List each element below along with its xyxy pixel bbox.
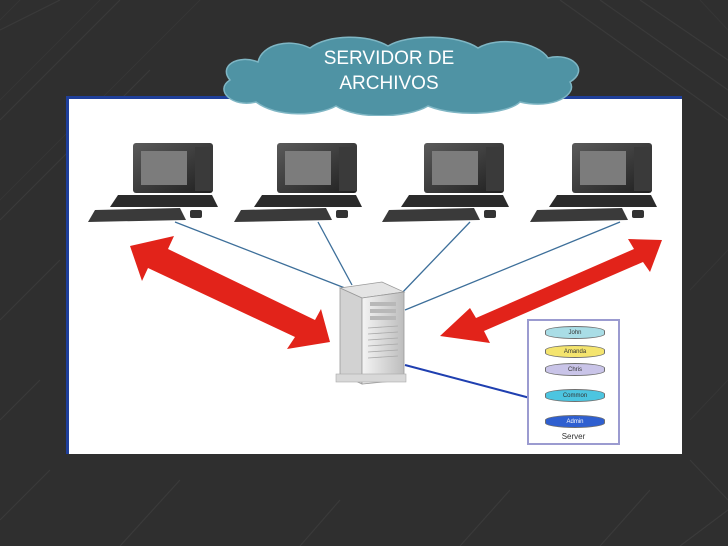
title-line-1: SERVIDOR DE [323, 48, 455, 69]
computer-3 [382, 143, 509, 222]
link-computer-4 [404, 221, 621, 311]
storage-common: Common [545, 389, 605, 402]
link-computer-2 [317, 221, 353, 286]
link-computer-3 [399, 221, 471, 296]
server-caption: Server [561, 432, 586, 441]
diagram-title: SERVIDOR DE ARCHIVOS [314, 46, 464, 96]
title-line-2: ARCHIVOS [339, 73, 439, 94]
tower-server [335, 281, 407, 385]
computer-4 [530, 143, 657, 222]
cloud-shape [223, 36, 580, 117]
storage-john: John [545, 326, 605, 339]
storage-admin: Admin [545, 415, 605, 428]
arrow-left [130, 236, 330, 349]
computer-2 [234, 143, 362, 222]
arrow-right [440, 239, 662, 343]
link-storage [404, 364, 531, 399]
storage-chris: Chris [545, 363, 605, 376]
server-storage-box: John Amanda Chris Common Admin Server [527, 319, 620, 445]
link-computer-1 [174, 221, 351, 291]
connection-lines [174, 221, 621, 311]
title-cloud: SERVIDOR DE ARCHIVOS [218, 36, 588, 117]
storage-amanda: Amanda [545, 345, 605, 358]
computer-1 [88, 143, 218, 222]
